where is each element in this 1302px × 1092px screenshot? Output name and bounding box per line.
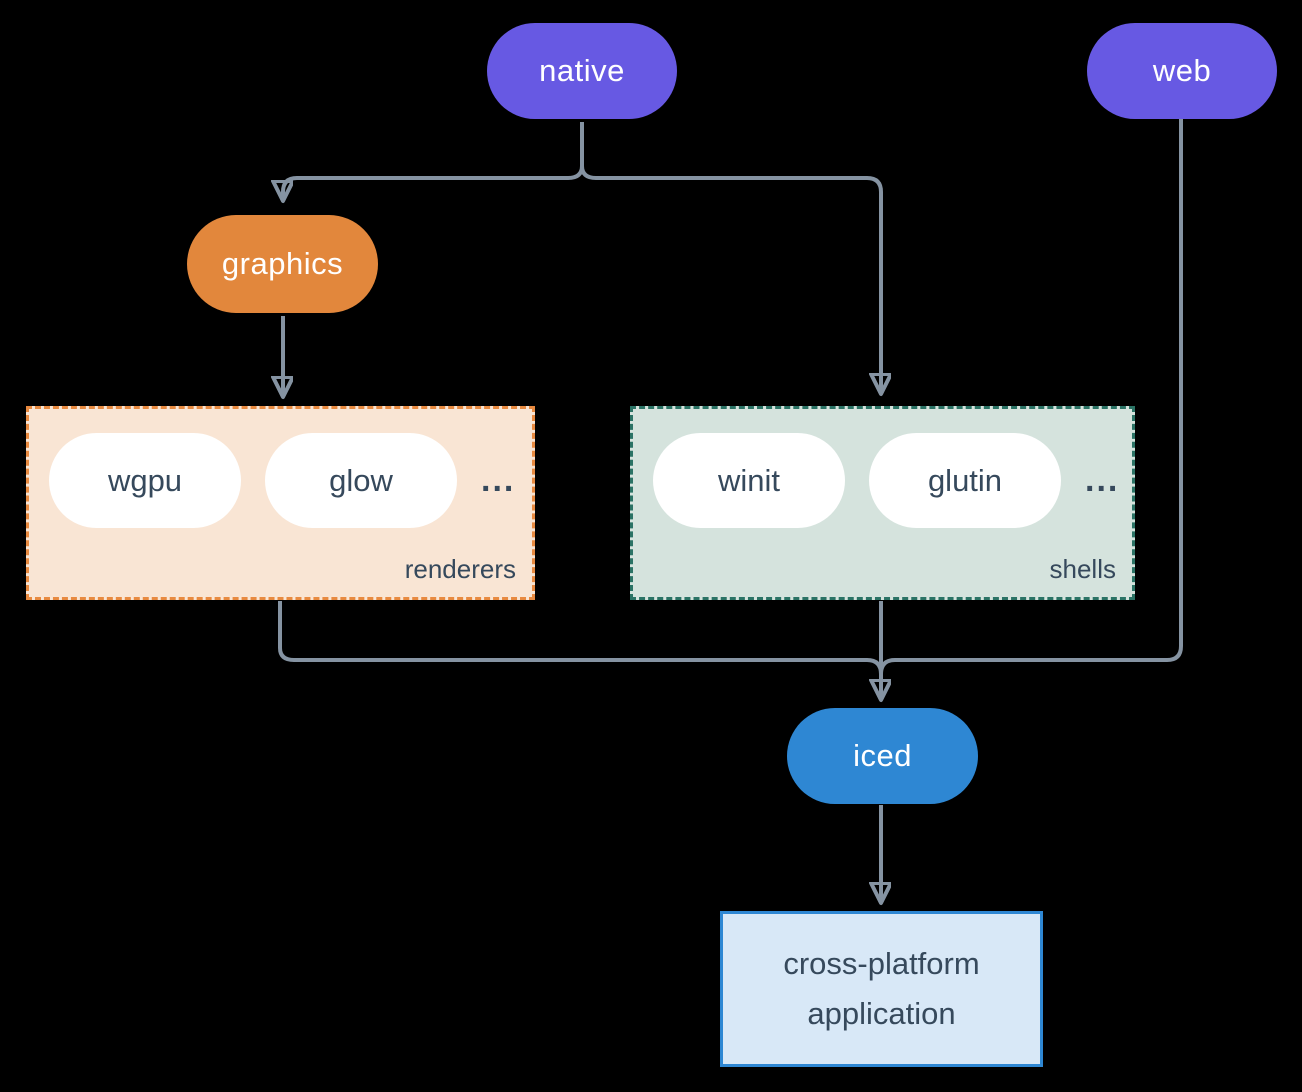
shells-ellipsis: ... bbox=[1085, 461, 1120, 499]
group-shells-label: shells bbox=[1049, 554, 1116, 584]
node-iced: iced bbox=[787, 708, 978, 804]
edge-renderers-to-junction bbox=[278, 601, 883, 675]
pill-glutin: glutin bbox=[869, 433, 1061, 528]
app-label-line2: application bbox=[807, 996, 956, 1031]
node-web: web bbox=[1087, 23, 1277, 119]
node-cross-platform-application: cross-platform application bbox=[720, 911, 1043, 1067]
pill-glutin-label: glutin bbox=[927, 462, 1003, 498]
edge-native-to-graphics bbox=[283, 122, 584, 200]
group-renderers-label: renderers bbox=[404, 554, 516, 584]
pill-winit-label: winit bbox=[717, 462, 780, 498]
group-renderers: wgpu glow ... renderers bbox=[26, 406, 535, 600]
pill-winit: winit bbox=[653, 433, 845, 528]
node-graphics-label: graphics bbox=[221, 246, 344, 281]
node-web-label: web bbox=[1152, 53, 1212, 88]
edge-native-to-shells bbox=[580, 122, 881, 393]
renderers-ellipsis: ... bbox=[481, 461, 516, 499]
group-shells: winit glutin ... shells bbox=[630, 406, 1135, 600]
node-graphics: graphics bbox=[187, 215, 378, 313]
renderers-pill-row: wgpu glow ... bbox=[49, 433, 515, 528]
node-native: native bbox=[487, 23, 677, 119]
node-native-label: native bbox=[539, 53, 625, 88]
pill-glow: glow bbox=[265, 433, 457, 528]
shells-pill-row: winit glutin ... bbox=[653, 433, 1119, 528]
node-iced-label: iced bbox=[853, 738, 912, 773]
pill-glow-label: glow bbox=[329, 462, 393, 498]
app-label-line1: cross-platform bbox=[783, 945, 980, 981]
pill-wgpu-label: wgpu bbox=[107, 462, 183, 498]
pill-wgpu: wgpu bbox=[49, 433, 241, 528]
